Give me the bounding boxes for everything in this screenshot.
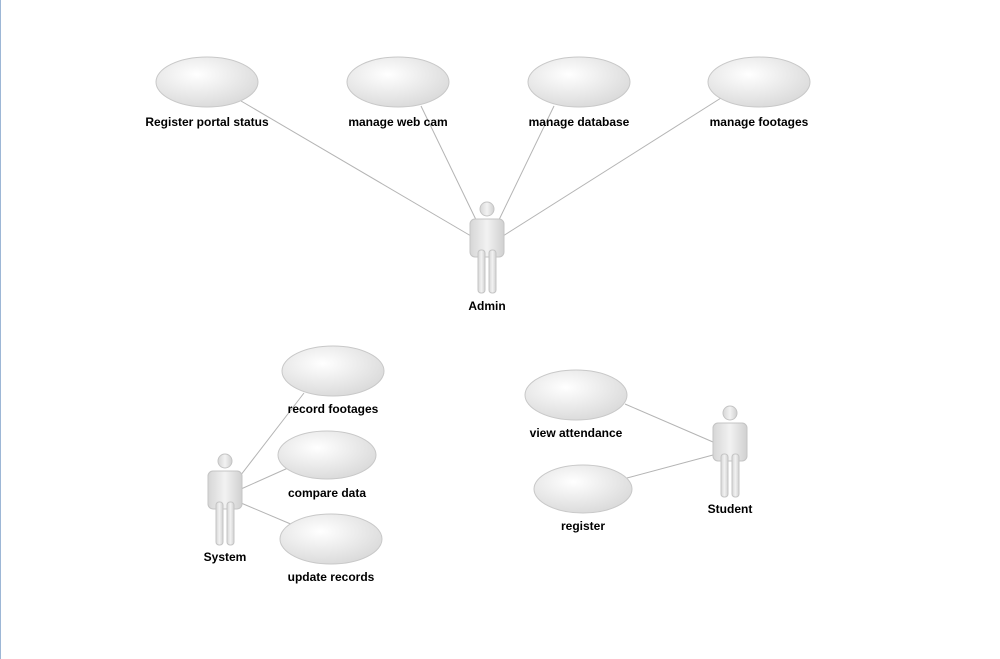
actor-label-student: Student (708, 502, 753, 516)
use-case-update-records[interactable] (279, 513, 383, 565)
use-case-label-manage-footages: manage footages (710, 115, 809, 129)
assoc-admin-register-portal-status (240, 100, 472, 237)
use-case-view-attendance[interactable] (524, 369, 628, 421)
use-case-label-register-portal-status: Register portal status (145, 115, 269, 129)
assoc-admin-manage-footages (502, 97, 722, 237)
use-case-register[interactable] (533, 464, 633, 514)
actor-admin-icon[interactable] (469, 201, 505, 294)
assoc-student-register (626, 454, 714, 479)
use-case-compare-data[interactable] (277, 430, 377, 480)
actor-label-system: System (204, 550, 247, 564)
use-case-label-compare-data: compare data (288, 486, 366, 500)
use-case-register-portal-status[interactable] (155, 56, 259, 108)
assoc-admin-manage-web-cam (420, 105, 480, 227)
use-case-manage-database[interactable] (527, 56, 631, 108)
use-case-manage-web-cam[interactable] (346, 56, 450, 108)
assoc-admin-manage-database (496, 105, 555, 225)
use-case-label-record-footages: record footages (288, 402, 379, 416)
use-case-record-footages[interactable] (281, 345, 385, 397)
use-case-label-view-attendance: view attendance (530, 426, 623, 440)
assoc-system-compare-data (240, 467, 289, 490)
use-case-label-manage-database: manage database (529, 115, 630, 129)
actor-label-admin: Admin (468, 299, 505, 313)
use-case-label-update-records: update records (288, 570, 375, 584)
use-case-manage-footages[interactable] (707, 56, 811, 108)
assoc-student-view-attendance (624, 403, 714, 443)
associations (236, 97, 722, 526)
assoc-system-record-footages (236, 392, 305, 481)
use-case-label-manage-web-cam: manage web cam (348, 115, 447, 129)
actor-student-icon[interactable] (712, 405, 748, 498)
assoc-system-update-records (240, 502, 294, 526)
use-case-label-register: register (561, 519, 605, 533)
actor-system-icon[interactable] (207, 453, 243, 546)
